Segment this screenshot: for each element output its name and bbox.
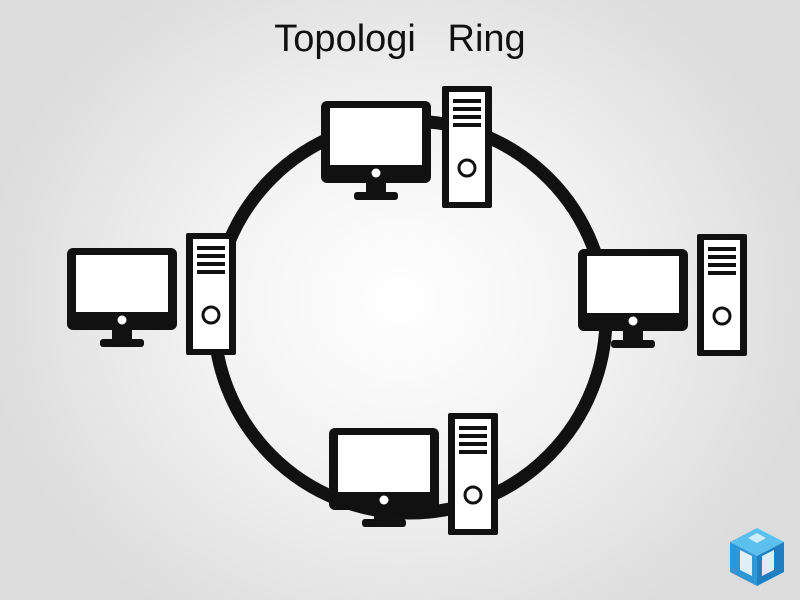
computer-node-bottom[interactable] — [329, 413, 498, 535]
tower-icon — [697, 234, 747, 356]
computer-node-right[interactable] — [578, 234, 747, 356]
tower-icon — [442, 86, 492, 208]
monitor-icon — [67, 248, 177, 347]
tower-icon — [186, 233, 236, 355]
page-title: Topologi Ring — [274, 18, 526, 60]
computer-node-top[interactable] — [321, 86, 492, 208]
computer-node-left[interactable] — [67, 233, 236, 355]
monitor-icon — [321, 101, 431, 200]
tower-icon — [448, 413, 498, 535]
monitor-icon — [329, 428, 439, 527]
cube-logo-icon — [730, 528, 784, 586]
monitor-icon — [578, 249, 688, 348]
